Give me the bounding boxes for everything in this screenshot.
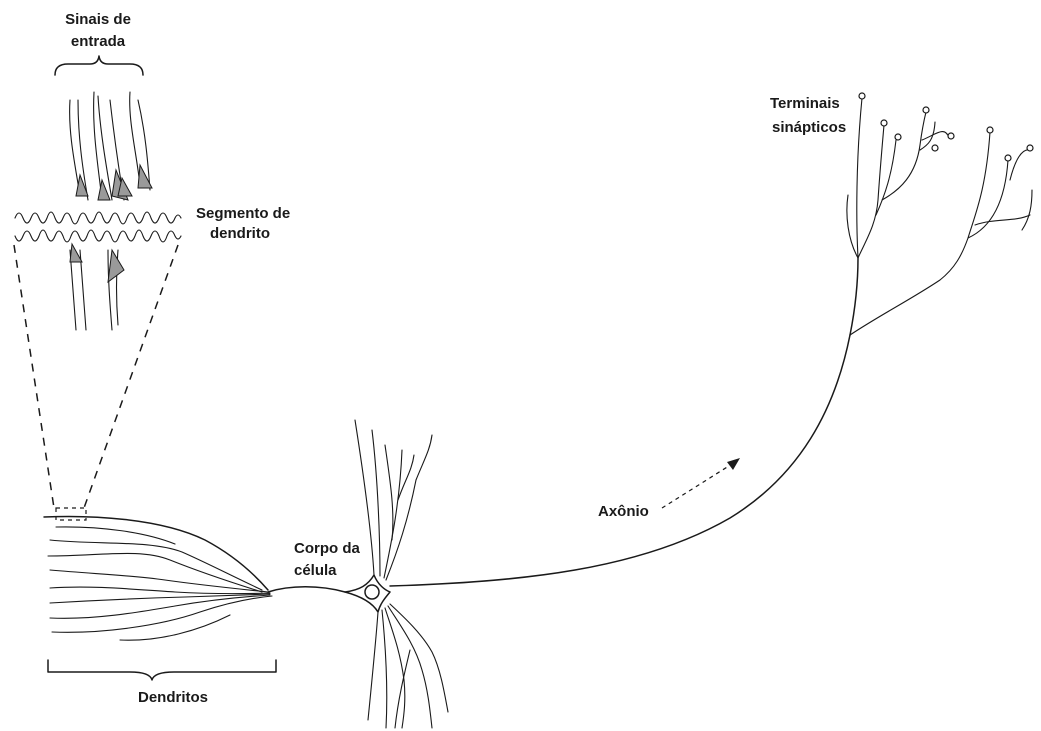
axon-direction-arrow (662, 458, 740, 508)
axon-terminal-tree (847, 98, 1032, 335)
zoom-line-left (14, 245, 54, 508)
input-signals-brace (55, 56, 143, 75)
lower-dendrites (368, 604, 448, 728)
label-synaptic-terminals: Terminais sinápticos (770, 95, 846, 136)
label-cell-body: Corpo da célula (294, 540, 360, 579)
label-input-signals-line1: Sinais de (65, 11, 131, 28)
cell-body (345, 575, 390, 612)
dendrites-bracket (48, 660, 276, 680)
label-synaptic-terminals-line2: sinápticos (772, 119, 846, 136)
label-synaptic-terminals-line1: Terminais (770, 95, 840, 112)
zoom-line-right (84, 245, 178, 508)
label-dendrite-segment-line2: dendrito (210, 225, 270, 242)
label-cell-body-line2: célula (294, 562, 337, 579)
label-input-signals: Sinais de entrada (65, 11, 131, 50)
upper-dendrites (355, 420, 432, 580)
label-cell-body-line1: Corpo da (294, 540, 360, 557)
input-fibers (70, 92, 152, 200)
label-dendrites: Dendritos (138, 689, 208, 706)
label-dendrite-segment: Segmento de dendrito (196, 205, 290, 242)
label-dendrite-segment-line1: Segmento de (196, 205, 290, 222)
dendrite-membrane-top (15, 212, 181, 224)
zoom-region-box (56, 508, 86, 520)
dendrite-membrane-bottom (15, 230, 181, 242)
label-input-signals-line2: entrada (71, 33, 126, 50)
cell-nucleus (365, 585, 379, 599)
axon (390, 335, 850, 586)
segment-fibers (70, 244, 124, 330)
label-axon: Axônio (598, 503, 649, 520)
synaptic-knobs (859, 93, 1033, 161)
